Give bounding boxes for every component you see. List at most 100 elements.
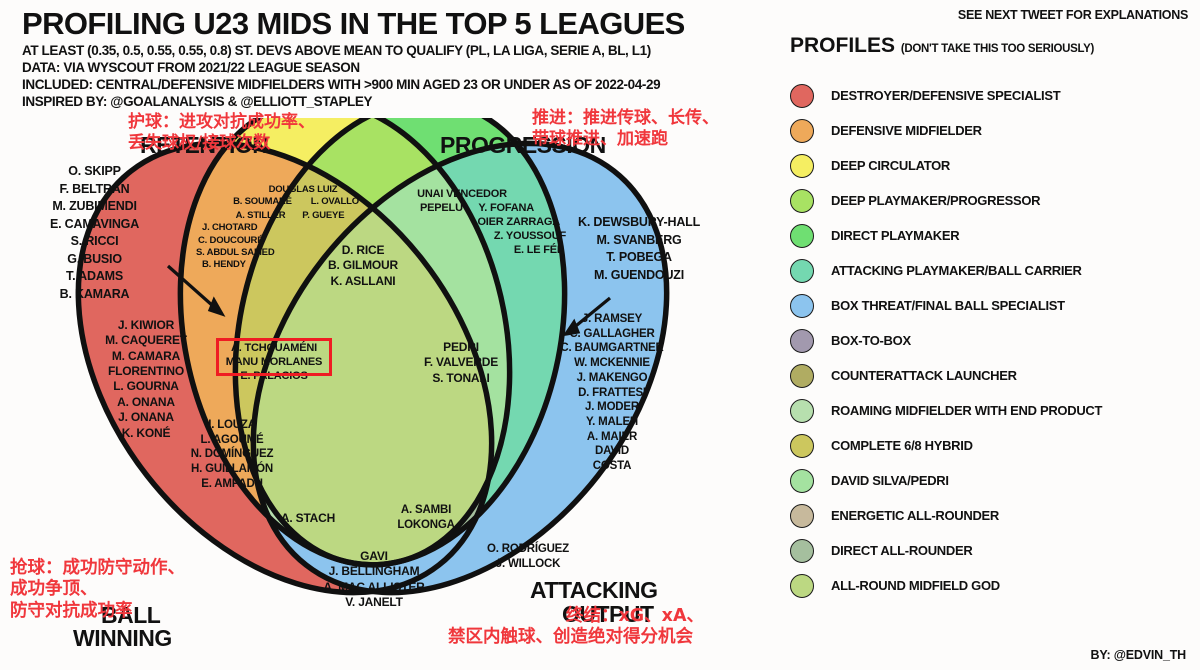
list-item: A. TCHOUAMÉNI	[230, 342, 317, 354]
list-item: F. VALVERDE	[423, 355, 499, 370]
legend-label: COUNTERATTACK LAUNCHER	[831, 368, 1017, 383]
annotation-attacking-cn: 终结：xG、xA、 禁区内触球、创造绝对得分机会	[448, 606, 704, 649]
legend-item-box-to-box[interactable]: BOX-TO-BOX	[790, 323, 1190, 358]
list-item: PEDRI	[443, 340, 479, 354]
list-item: M. ZUBIMENDI	[52, 199, 137, 213]
group-direct-playmaker: UNAI VENCEDOR PEPELU Y. FOFANA OIER ZARR…	[390, 187, 570, 257]
list-item: DAVID	[595, 445, 629, 458]
legend-swatch-icon	[790, 398, 814, 423]
list-item: V. JANELT	[345, 595, 403, 610]
see-next-tweet-note: SEE NEXT TWEET FOR EXPLANATIONS	[957, 8, 1188, 22]
legend-label: DESTROYER/DEFENSIVE SPECIALIST	[831, 88, 1061, 103]
legend-label: BOX-TO-BOX	[831, 333, 911, 348]
list-item: J. WILLOCK	[495, 557, 561, 570]
byline: BY: @EDVIN_TH	[1090, 648, 1187, 662]
list-item: J. RAMSEY	[581, 313, 643, 325]
category-label-attacking-line2: OUTPUT	[561, 601, 654, 628]
legend-item-box-threat[interactable]: BOX THREAT/FINAL BALL SPECIALIST	[790, 288, 1190, 323]
category-label-retention: RETENTION	[140, 132, 269, 158]
legend-item-counterattack-launcher[interactable]: COUNTERATTACK LAUNCHER	[790, 358, 1190, 393]
list-item: L. AGOUMÉ	[200, 433, 264, 446]
group-box-threat: J. RAMSEY C. GALLAGHER C. BAUMGARTNER W.…	[552, 312, 672, 474]
legend-label: DIRECT PLAYMAKER	[831, 228, 960, 243]
legend-item-complete-hybrid[interactable]: COMPLETE 6/8 HYBRID	[790, 428, 1190, 463]
legend-label: COMPLETE 6/8 HYBRID	[831, 438, 973, 453]
list-item: S. TONALI	[432, 370, 490, 385]
legend-swatch-icon	[790, 573, 814, 598]
list-item: B. SOUMARÉ	[233, 196, 292, 208]
legend-swatch-icon	[790, 223, 814, 248]
legend-swatch-icon	[790, 363, 814, 388]
legend-item-energetic-all-rounder[interactable]: ENERGETIC ALL-ROUNDER	[790, 498, 1190, 533]
group-counterattack-launcher: I. LOUZA L. AGOUMÉ N. DOMÍNGUEZ H. GUILL…	[172, 418, 292, 492]
venn-diagram	[0, 118, 780, 658]
list-item: J. MAKENGO	[576, 371, 648, 384]
legend-item-david-silva-pedri[interactable]: DAVID SILVA/PEDRI	[790, 463, 1190, 498]
legend-item-all-round-god[interactable]: ALL-ROUND MIDFIELD GOD	[790, 568, 1190, 603]
annotation-ball-winning-cn-line1: 抢球：成功防守动作、	[10, 558, 185, 578]
list-item: B. GILMOUR	[328, 258, 398, 273]
list-item: J. ONANA	[118, 410, 174, 425]
profiles-heading-note: (DON'T TAKE THIS TOO SERIOUSLY)	[900, 43, 1095, 55]
list-item: E. AMPADU	[201, 477, 263, 490]
list-item: J. KIWIOR	[117, 318, 175, 332]
annotation-attacking-cn-line2: 禁区内触球、创造绝对得分机会	[448, 627, 693, 648]
list-item: C. DOUCOURÉ	[198, 234, 264, 246]
legend-item-attacking-playmaker[interactable]: ATTACKING PLAYMAKER/BALL CARRIER	[790, 253, 1190, 288]
outside-left-name-list: O. SKIPP F. BELTRÁN M. ZUBIMENDI E. CAMA…	[50, 163, 139, 303]
legend-label: DEFENSIVE MIDFIELDER	[831, 123, 982, 138]
list-item: LOKONGA	[397, 518, 455, 531]
legend-swatch-icon	[790, 538, 814, 563]
list-item: L. GOURNA	[113, 379, 179, 394]
list-item: B. KAMARA	[59, 286, 130, 301]
list-item: GAVI	[360, 549, 388, 563]
list-item: C. GALLAGHER	[569, 327, 655, 340]
legend-item-deep-circulator[interactable]: DEEP CIRCULATOR	[790, 148, 1190, 183]
annotation-ball-winning-cn: 抢球：成功防守动作、 成功争顶、 防守对抗成功率	[10, 558, 185, 622]
category-label-ball-winning: BALL WINNING	[73, 604, 172, 650]
list-item: Y. FOFANA	[478, 202, 534, 215]
legend-swatch-icon	[790, 328, 814, 353]
legend-item-deep-playmaker[interactable]: DEEP PLAYMAKER/PROGRESSOR	[790, 183, 1190, 218]
legend-item-destroyer[interactable]: DESTROYER/DEFENSIVE SPECIALIST	[790, 78, 1190, 113]
subtitle-data-source: DATA: VIA WYSCOUT FROM 2021/22 LEAGUE SE…	[22, 60, 360, 75]
list-item: M. SVANBERG	[596, 232, 682, 247]
list-item: C. BAUMGARTNER	[560, 342, 664, 355]
legend-swatch-icon	[790, 153, 814, 178]
group-deep-circulator: DOUGLAS LUIZ B. SOUMARÉ L. OVALLO A. STI…	[196, 184, 366, 271]
list-item: A. STACH	[280, 511, 336, 525]
list-item: S. ABDUL SAMED	[196, 246, 275, 258]
legend-item-roaming-midfielder[interactable]: ROAMING MIDFIELDER WITH END PRODUCT	[790, 393, 1190, 428]
list-item: M. CAMARA	[111, 348, 181, 363]
annotation-retention-cn-line1: 护球：进攻对抗成功率、	[128, 112, 315, 132]
category-label-attacking-line1: ATTACKING	[530, 577, 658, 603]
list-item: O. SKIPP	[68, 164, 121, 178]
annotation-retention-cn: 护球：进攻对抗成功率、 丢失球权/接球次数	[128, 112, 315, 153]
list-item: A. ONANA	[117, 394, 175, 409]
annotation-attacking-cn-line1: 终结：xG、xA、	[566, 606, 704, 626]
annotation-retention-cn-line2: 丢失球权/接球次数	[128, 132, 271, 153]
list-item: M. CAQUERET	[105, 333, 187, 348]
legend-item-direct-playmaker[interactable]: DIRECT PLAYMAKER	[790, 218, 1190, 253]
legend-swatch-icon	[790, 258, 814, 283]
list-item: D. RICE	[341, 243, 385, 257]
annotation-progression-cn: 推进：推进传球、长传、 带球推进、加速跑	[532, 108, 719, 149]
list-item: FLORENTINO	[108, 364, 184, 379]
legend-label: ALL-ROUND MIDFIELD GOD	[831, 578, 1000, 593]
legend-label: BOX THREAT/FINAL BALL SPECIALIST	[831, 298, 1065, 313]
list-item: K. ASLLANI	[330, 273, 396, 288]
list-item: E. LE FÉE	[513, 244, 564, 257]
list-item: B. HENDY	[202, 258, 246, 270]
list-item: DOUGLAS LUIZ	[268, 184, 338, 195]
list-item: T. POBEGA	[606, 250, 672, 264]
group-roaming-midfielder: A. SAMBI LOKONGA	[386, 503, 466, 532]
subtitle-qualify: AT LEAST (0.35, 0.5, 0.55, 0.55, 0.8) ST…	[22, 43, 651, 58]
group-energetic-all-rounder: O. RODRÍGUEZ J. WILLOCK	[478, 542, 578, 571]
legend-item-direct-all-rounder[interactable]: DIRECT ALL-ROUNDER	[790, 533, 1190, 568]
legend-label: DIRECT ALL-ROUNDER	[831, 543, 973, 558]
profiles-legend: DESTROYER/DEFENSIVE SPECIALIST DEFENSIVE…	[790, 78, 1190, 603]
subtitle-inspired-by: INSPIRED BY: @GOALANALYSIS & @ELLIOTT_ST…	[22, 94, 373, 109]
legend-item-defensive-midfielder[interactable]: DEFENSIVE MIDFIELDER	[790, 113, 1190, 148]
subtitle-included: INCLUDED: CENTRAL/DEFENSIVE MIDFIELDERS …	[22, 77, 661, 92]
list-item: OIER ZARRAGA	[477, 216, 560, 229]
